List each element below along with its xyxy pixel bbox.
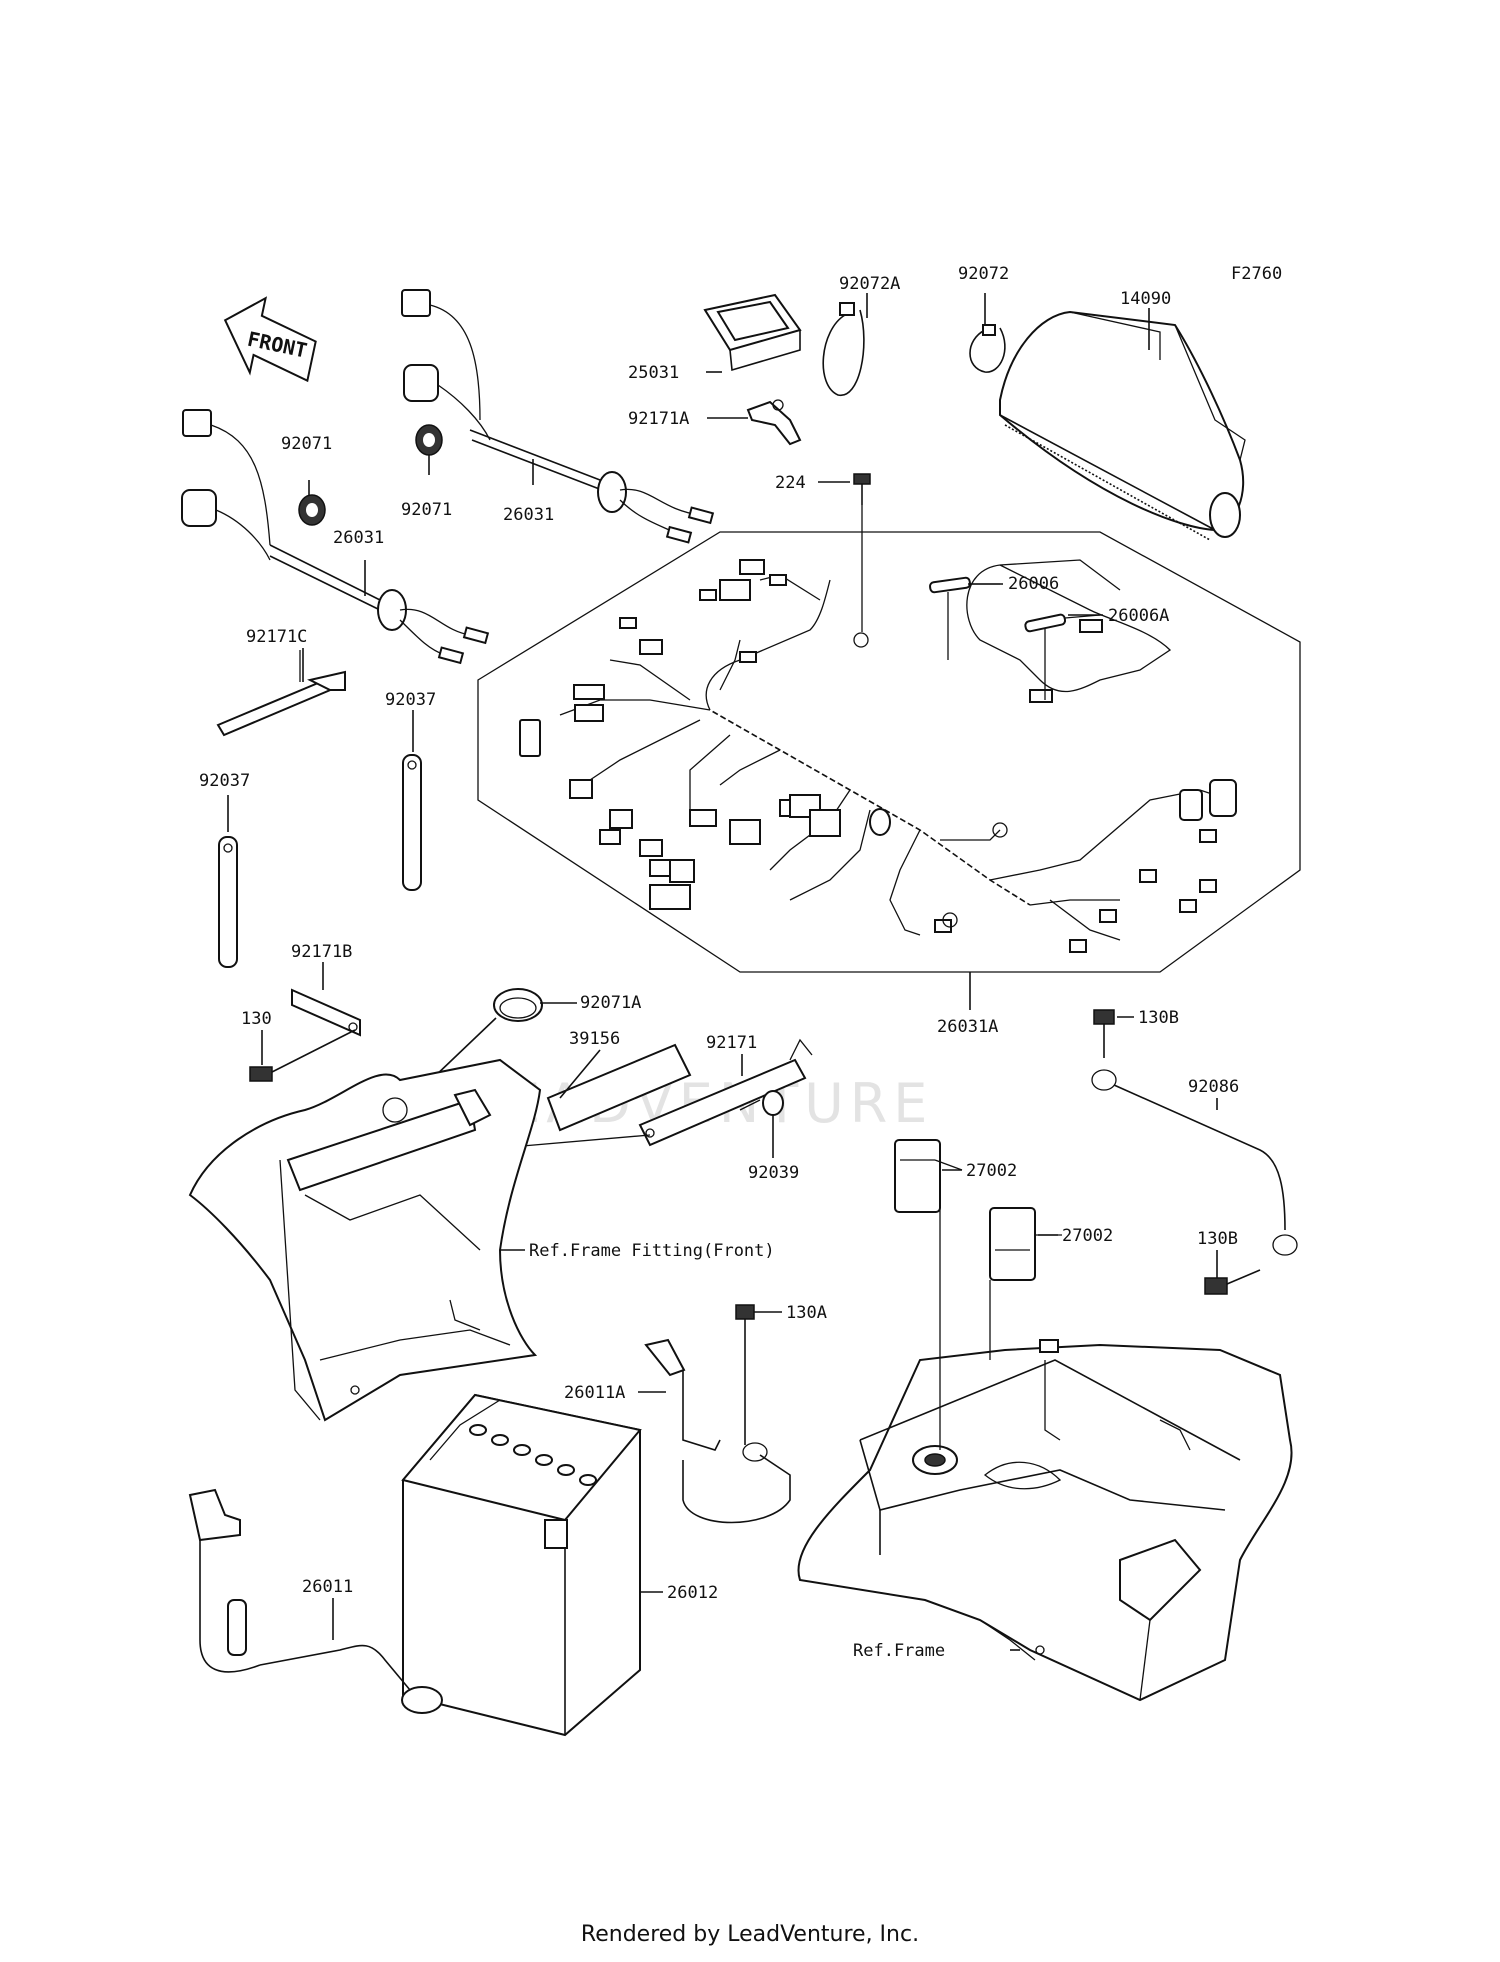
part-92171A-clamp <box>746 399 802 446</box>
part-92037-right <box>402 754 422 891</box>
footer-credit: Rendered by LeadVenture, Inc. <box>580 1922 920 1947</box>
part-25031-box <box>703 293 802 372</box>
callout-92171B: 92171B <box>291 942 352 962</box>
callout-92037-right: 92037 <box>385 690 436 710</box>
callout-92071A: 92071A <box>580 993 641 1013</box>
callout-130: 130 <box>241 1009 272 1029</box>
part-130A-bolt <box>735 1304 755 1445</box>
callout-92086: 92086 <box>1188 1077 1239 1097</box>
part-27002-upper <box>894 1139 963 1213</box>
fuse-26006 <box>929 576 1000 660</box>
callout-92037-left: 92037 <box>199 771 250 791</box>
callout-92039: 92039 <box>748 1163 799 1183</box>
callout-130B-bottom: 130B <box>1197 1229 1238 1249</box>
callout-27002-upper: 27002 <box>966 1161 1017 1181</box>
part-39156-pad <box>546 1043 692 1132</box>
part-130B-bottom-bolt <box>1204 1269 1261 1295</box>
part-14090-cover <box>999 310 1246 541</box>
part-92171B-bracket <box>291 988 361 1037</box>
part-92072A-band <box>822 302 865 396</box>
part-26011-cable <box>188 1488 443 1714</box>
callout-130B-top: 130B <box>1138 1008 1179 1028</box>
part-27002-lower <box>989 1207 1062 1281</box>
battery-terminals <box>469 1424 597 1486</box>
callout-92171: 92171 <box>706 1033 757 1053</box>
callout-92171A: 92171A <box>628 409 689 429</box>
callout-92071-mid: 92071 <box>401 500 452 520</box>
part-130B-top-bolt <box>1093 1009 1115 1058</box>
frame-fitting-front <box>188 1058 542 1422</box>
callout-26011: 26011 <box>302 1577 353 1597</box>
callout-26031-lower: 26031 <box>333 528 384 548</box>
callout-labels: 92072A 92072 14090 25031 92171A 224 9207… <box>199 264 1239 1661</box>
callout-26031-upper: 26031 <box>503 505 554 525</box>
grommet-92071-mid <box>415 424 443 456</box>
grommet-92071-left <box>298 494 326 526</box>
callout-92072: 92072 <box>958 264 1009 284</box>
part-92171C-clamp <box>216 650 346 737</box>
harness-26031-lower <box>181 409 490 665</box>
callout-27002-lower: 27002 <box>1062 1226 1113 1246</box>
callout-26006: 26006 <box>1008 574 1059 594</box>
callout-ref-frame-fitting: Ref.Frame Fitting(Front) <box>529 1241 775 1261</box>
callout-26011A: 26011A <box>564 1383 625 1403</box>
callout-26006A: 26006A <box>1108 606 1169 626</box>
callout-92171C: 92171C <box>246 627 307 647</box>
part-130-bolt <box>249 1029 356 1082</box>
callout-26031A: 26031A <box>937 1017 998 1037</box>
callout-130A: 130A <box>786 1303 827 1323</box>
front-arrow-icon: FRONT <box>223 296 317 383</box>
fuse-26006A <box>1024 613 1101 700</box>
callout-14090: 14090 <box>1120 289 1171 309</box>
figure-id: F2760 <box>1231 264 1282 284</box>
callout-224: 224 <box>775 473 806 493</box>
callout-92072A: 92072A <box>839 274 900 294</box>
callout-92071-left: 92071 <box>281 434 332 454</box>
harness-26031-upper <box>401 289 715 544</box>
part-224-screw <box>853 473 871 632</box>
main-harness-26031A <box>477 531 1301 973</box>
part-92086-cable <box>1091 1069 1298 1256</box>
part-92037-left <box>218 836 238 968</box>
part-26011A-cable <box>644 1338 791 1524</box>
part-26012-battery <box>401 1393 642 1737</box>
part-92072-band <box>969 324 1006 373</box>
frame-main <box>797 1205 1293 1702</box>
callout-25031: 25031 <box>628 363 679 383</box>
leader-lines <box>227 293 1218 1651</box>
callout-39156: 39156 <box>569 1029 620 1049</box>
callout-ref-frame: Ref.Frame <box>853 1641 945 1661</box>
callout-26012: 26012 <box>667 1583 718 1603</box>
